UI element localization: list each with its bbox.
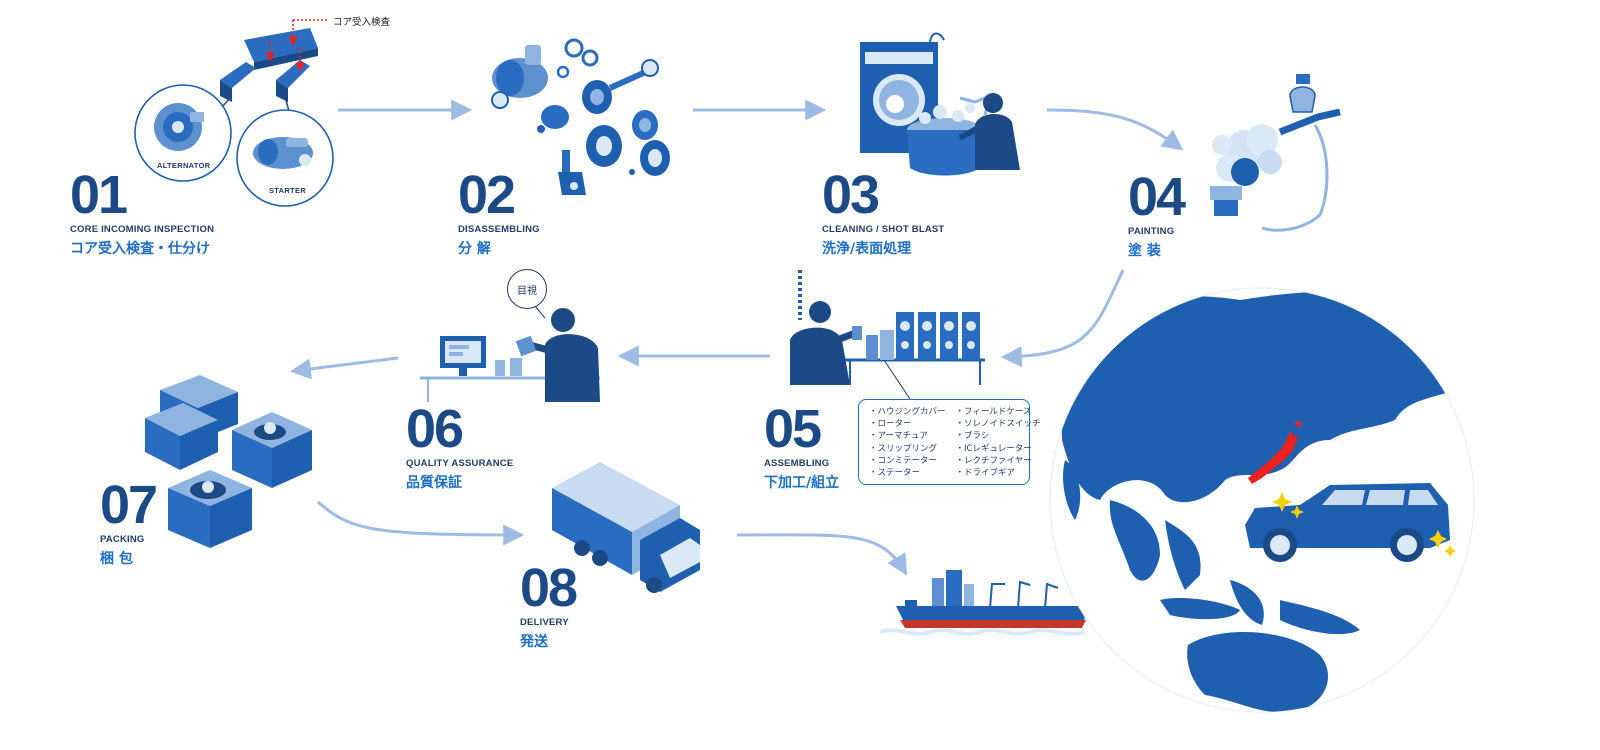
- step-07: 07 PACKING 梱 包: [100, 480, 156, 568]
- part-item: ・ハウジングカバー: [869, 406, 946, 418]
- part-item: ・スリップリング: [869, 443, 946, 455]
- starter-label: STARTER: [269, 186, 306, 195]
- visual-inspection-bubble: 目視: [507, 269, 547, 309]
- arrow-08-to-ship: [737, 535, 905, 572]
- flow-arrows: [294, 110, 1180, 572]
- step-english-label: DELIVERY: [520, 617, 576, 628]
- assembling-illustration: [790, 270, 985, 399]
- part-item: ・ステーター: [869, 467, 946, 479]
- step-01: 01 CORE INCOMING INSPECTION コア受入検査・仕分け: [70, 170, 214, 258]
- step-04: 04 PAINTING 塗 装: [1128, 172, 1184, 260]
- part-item: ・レクチファイヤー: [956, 455, 1041, 467]
- step-number: 08: [520, 563, 576, 613]
- part-item: ・コンミテーター: [869, 455, 946, 467]
- step-number: 07: [100, 480, 156, 530]
- qa-illustration: [420, 306, 600, 402]
- cleaning-illustration: [860, 34, 1020, 176]
- part-item: ・フィールドケース: [956, 406, 1041, 418]
- step-05: 05 ASSEMBLING 下加工/組立: [764, 404, 839, 492]
- globe-illustration: [1050, 288, 1500, 712]
- core-inspection-callout: コア受入検査: [333, 14, 390, 28]
- step-japanese-label: 塗 装: [1128, 240, 1184, 260]
- step-02: 02 DISASSEMBLING 分 解: [458, 170, 540, 258]
- part-item: ・ローター: [869, 418, 946, 430]
- step-number: 01: [70, 170, 214, 220]
- step-08: 08 DELIVERY 発送: [520, 563, 576, 651]
- step-03: 03 CLEANING / SHOT BLAST 洗浄/表面処理: [822, 170, 944, 258]
- step-number: 05: [764, 404, 839, 454]
- part-item: ・ICレギュレーター: [956, 443, 1041, 455]
- step-number: 06: [406, 404, 513, 454]
- part-item: ・アーマチュア: [869, 430, 946, 442]
- step-japanese-label: 発送: [520, 631, 576, 651]
- packing-illustration: [145, 375, 312, 548]
- step-number: 02: [458, 170, 540, 220]
- step-06: 06 QUALITY ASSURANCE 品質保証: [406, 404, 513, 492]
- step-japanese-label: 洗浄/表面処理: [822, 238, 944, 258]
- step-english-label: QUALITY ASSURANCE: [406, 458, 513, 469]
- ship-illustration: [880, 570, 1090, 634]
- part-item: ・ブラシ: [956, 430, 1041, 442]
- step-number: 03: [822, 170, 944, 220]
- part-item: ・ドライブギア: [956, 467, 1041, 479]
- step-japanese-label: 品質保証: [406, 472, 513, 492]
- step-english-label: PAINTING: [1128, 226, 1184, 237]
- step-english-label: ASSEMBLING: [764, 458, 839, 469]
- parts-list-right: ・フィールドケース ・ソレノイドスイッチ ・ブラシ ・ICレギュレーター ・レク…: [956, 406, 1041, 484]
- step-japanese-label: 梱 包: [100, 548, 156, 568]
- step-japanese-label: 下加工/組立: [764, 472, 839, 492]
- painting-illustration: [1210, 74, 1340, 230]
- alternator-label: ALTERNATOR: [157, 161, 210, 170]
- arrow-03-to-04: [1047, 110, 1180, 148]
- step-english-label: CLEANING / SHOT BLAST: [822, 224, 944, 235]
- step-japanese-label: 分 解: [458, 238, 540, 258]
- arrow-04-to-05: [1005, 270, 1123, 357]
- arrow-06-to-07: [294, 358, 398, 371]
- arrow-07-to-08: [318, 502, 520, 535]
- step-english-label: PACKING: [100, 534, 156, 545]
- part-item: ・ソレノイドスイッチ: [956, 418, 1041, 430]
- step-english-label: DISASSEMBLING: [458, 224, 540, 235]
- parts-list-left: ・ハウジングカバー ・ローター ・アーマチュア ・スリップリング ・コンミテータ…: [869, 406, 946, 484]
- step-japanese-label: コア受入検査・仕分け: [70, 238, 214, 258]
- step-english-label: CORE INCOMING INSPECTION: [70, 224, 214, 235]
- parts-list-box: ・ハウジングカバー ・ローター ・アーマチュア ・スリップリング ・コンミテータ…: [858, 399, 1030, 485]
- step-number: 04: [1128, 172, 1184, 222]
